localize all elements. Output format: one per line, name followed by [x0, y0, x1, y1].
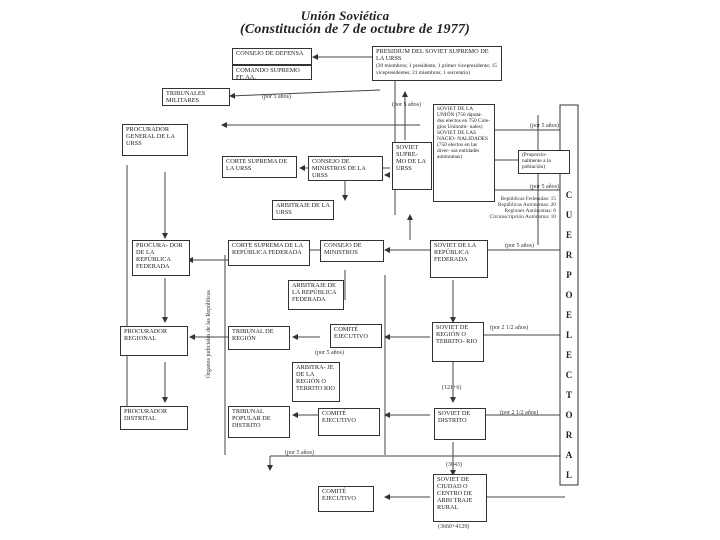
consejo-defensa-box: CONSEJO DE DEFENSA — [232, 48, 312, 65]
label-por-2-5-b: (por 2 1/2 años) — [500, 410, 539, 416]
cuerpo-electoral-letter: U — [565, 210, 573, 220]
comando-supremo-box: COMANDO SUPREMO FF. AA. — [232, 65, 312, 80]
presidium-title: PRESIDIUM DEL SOVIET SUPREMO DE LA URSS — [376, 48, 489, 62]
diagram-subtitle: (Constitución de 7 de octubre de 1977) — [239, 22, 471, 37]
label-121: (121+6) — [442, 385, 462, 391]
organos-judiciales-label: Órganos judiciales de las Repúblicas — [206, 290, 212, 379]
cuerpo-electoral-letter: C — [565, 190, 573, 200]
soviet-supremo-box: SOVIET SUPRE- MO DE LA URSS — [392, 142, 432, 190]
corte-suprema-republica-box: CORTE SUPREMA DE LA REPÚBLICA FEDERADA — [228, 240, 310, 266]
arbitraje-republica-box: ARBITRAJE DE LA REPÚBLICA FEDERADA — [288, 280, 344, 310]
tribunal-popular-box: TRIBUNAL POPULAR DE DISTRITO — [228, 406, 290, 438]
presidium-box: PRESIDIUM DEL SOVIET SUPREMO DE LA URSS … — [372, 46, 502, 81]
label-3043: (3043) — [446, 462, 462, 468]
cuerpo-electoral-letter: L — [565, 470, 572, 480]
comite-ejecutivo-1-box: COMITÉ EJECUTIVO — [330, 324, 382, 348]
cuerpo-electoral-letter: A — [565, 450, 573, 460]
cuerpo-electoral-letter: C — [565, 370, 573, 380]
label-por-5-a: (por 5 años) — [262, 94, 291, 100]
label-por-5-c: (por 5 años) — [530, 123, 559, 129]
consejo-ministros-urss-box: CONSEJO DE MINISTROS DE LA URSS — [308, 156, 383, 181]
soviet-ciudad-box: SOVIET DE CIUDAD O CENTRO DE ARBI TRAJE … — [433, 474, 487, 522]
procurador-republica-box: PROCURA- DOR DE LA REPÚBLICA FEDERADA — [132, 240, 190, 276]
label-3660: (3660+4129) — [438, 524, 470, 530]
comite-ejecutivo-2-box: COMITÉ EJECUTIVO — [318, 408, 380, 436]
comite-ejecutivo-3-box: COMITÉ EJECUTIVO — [318, 486, 374, 512]
cuerpo-electoral-letter: O — [565, 290, 573, 300]
label-por-2-5-a: (por 2 1/2 años) — [490, 325, 529, 331]
cuerpo-electoral-letter: P — [566, 270, 572, 280]
procurador-regional-box: PROCURADOR REGIONAL — [120, 326, 188, 356]
consejo-ministros-box: CONSEJO DE MINISTROS — [320, 240, 384, 262]
soviet-region-box: SOVIET DE REGIÓN O TERRITO- RIO — [432, 322, 484, 362]
proporcion-box: (Proporcio- nalmente a la población) — [518, 150, 570, 174]
soviet-republica-box: SOVIET DE LA REPÚBLICA FEDERADA — [430, 240, 488, 278]
procurador-distrital-box: PROCURADOR DISTRITAL — [120, 406, 188, 430]
cuerpo-electoral-letter: R — [565, 430, 573, 440]
cuerpo-electoral-letter: E — [565, 350, 572, 360]
soviet-union-nacionalidades-box: SOVIET DE LA UNIÓN (750 diputa- dos elec… — [433, 104, 495, 202]
procurador-general-box: PROCURADOR GENERAL DE LA URSS — [122, 124, 188, 156]
corte-suprema-urss-box: CORTE SUPREMA DE LA URSS — [222, 156, 297, 178]
label-por-5-e: (por 5 años) — [505, 243, 534, 249]
diagram-title: Unión Soviética — [300, 8, 390, 23]
tribunal-region-box: TRIBUNAL DE REGIÓN — [228, 326, 290, 350]
republicas-note: Repúblicas Federadas: 15 Repúblicas Autó… — [489, 196, 556, 220]
cuerpo-electoral-letter: E — [565, 230, 572, 240]
label-por-5-d: (por 5 años) — [530, 184, 559, 190]
presidium-detail: (39 miembros; 1 presidente, 1 primer vic… — [376, 63, 497, 76]
label-por-5-b: (por 5 años) — [392, 102, 421, 108]
cuerpo-electoral-letter: L — [565, 330, 572, 340]
soviet-distrito-box: SOVIET DE DISTRITO — [434, 408, 486, 440]
arbitraje-urss-box: ARBITRAJE DE LA URSS — [272, 200, 334, 220]
cuerpo-electoral-letter: R — [565, 250, 573, 260]
label-por-5-g: (por 5 años) — [285, 450, 314, 456]
tribunales-militares-box: TRIBUNALES MILITARES — [162, 88, 230, 106]
cuerpo-electoral-letter: E — [565, 310, 572, 320]
cuerpo-electoral-letter: T — [565, 390, 572, 400]
arbitraje-region-box: ARBITRA- JE DE LA REGIÓN O TERRITO RIO — [292, 362, 340, 402]
label-por-5-f: (por 5 años) — [315, 350, 344, 356]
cuerpo-electoral-letter: O — [565, 410, 573, 420]
